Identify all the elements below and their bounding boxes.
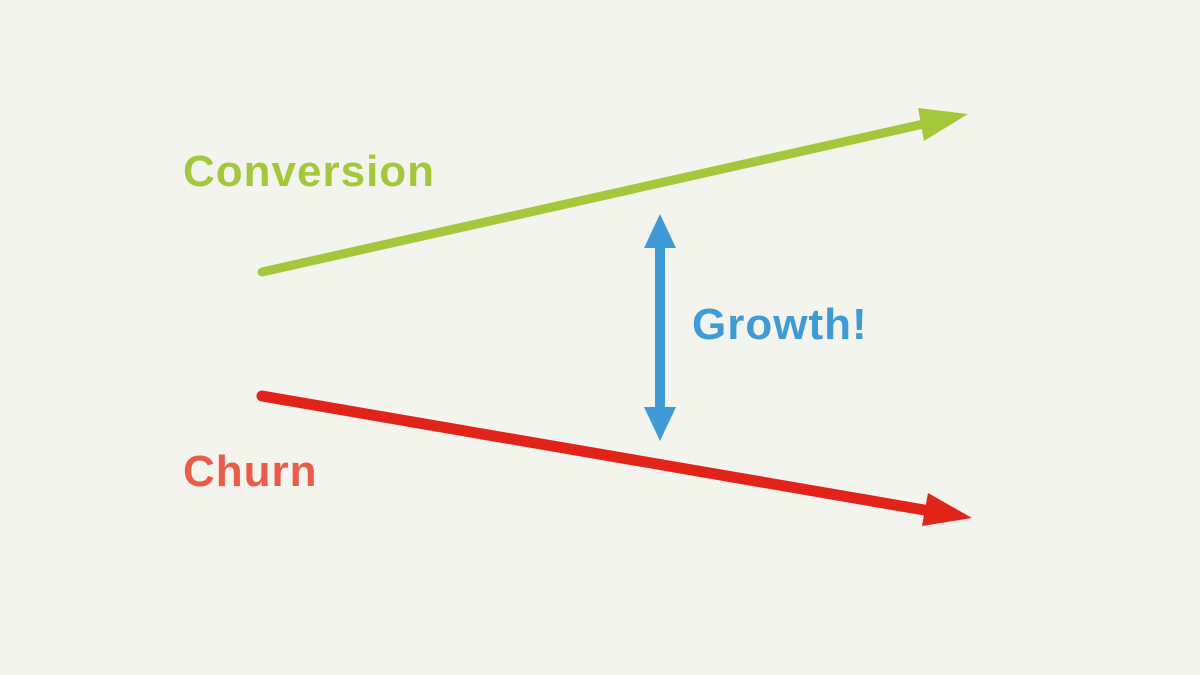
churn-arrow-line xyxy=(256,390,936,517)
conversion-arrow xyxy=(257,108,968,277)
churn-arrow xyxy=(256,390,972,526)
conversion-arrowhead xyxy=(918,108,968,141)
conversion-arrow-line xyxy=(257,118,933,277)
churn-arrowhead xyxy=(922,493,972,526)
growth-double-arrow xyxy=(644,214,676,441)
growth-label: Growth! xyxy=(692,300,868,349)
growth-arrowhead-top xyxy=(644,214,676,248)
conversion-label: Conversion xyxy=(183,147,436,196)
churn-label: Churn xyxy=(183,447,318,496)
growth-arrowhead-bottom xyxy=(644,407,676,441)
